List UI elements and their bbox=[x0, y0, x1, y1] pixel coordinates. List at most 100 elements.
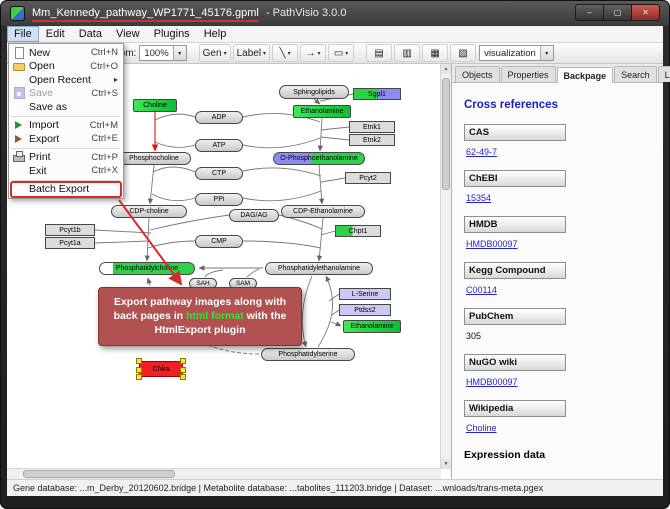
minimize-icon: – bbox=[587, 8, 592, 17]
xref-value-pubchem: 305 bbox=[466, 331, 482, 341]
menubar-item-help[interactable]: Help bbox=[203, 28, 227, 40]
arrow-tool-button[interactable]: →▾ bbox=[300, 44, 327, 62]
selection-handle[interactable] bbox=[136, 374, 142, 380]
menu-item-open-recent[interactable]: Open Recent▸ bbox=[9, 73, 123, 87]
menubar-item-data[interactable]: Data bbox=[78, 28, 102, 40]
xref-value-cas[interactable]: 62-49-7 bbox=[466, 147, 498, 157]
window-controls: – ▢ ✕ bbox=[575, 4, 660, 21]
selection-handle[interactable] bbox=[180, 367, 186, 373]
pathway-node-phosphatidylethanolamine[interactable]: Phosphatidylethanolamine bbox=[265, 262, 373, 275]
xref-value-chebi[interactable]: 15354 bbox=[466, 193, 492, 203]
pathway-node-etnk1[interactable]: Etnk1 bbox=[349, 121, 395, 133]
menu-separator bbox=[12, 115, 120, 117]
align-horizontal-button[interactable]: ▤ bbox=[366, 44, 393, 62]
menubar-item-plugins[interactable]: Plugins bbox=[153, 28, 190, 40]
pathway-node-pcyt1a[interactable]: Pcyt1a bbox=[45, 237, 95, 249]
pathway-node-ppi[interactable]: PPi bbox=[195, 193, 243, 206]
tab-backpage[interactable]: Backpage bbox=[556, 67, 614, 83]
xref-value-kegg-compound[interactable]: C00114 bbox=[466, 285, 497, 295]
pathway-node-ctp[interactable]: CTP bbox=[195, 167, 243, 180]
zoom-combobox[interactable]: 100% ▾ bbox=[139, 45, 187, 61]
node-label: SAH bbox=[196, 280, 210, 287]
menubar-item-view[interactable]: View bbox=[115, 28, 140, 40]
xref-value-hmdb[interactable]: HMDB00097 bbox=[466, 239, 518, 249]
horizontal-scrollbar[interactable] bbox=[7, 468, 441, 479]
pathway-node-pcyt2[interactable]: Pcyt2 bbox=[345, 172, 391, 184]
menu-item-label: Import bbox=[29, 119, 59, 132]
tab-properties[interactable]: Properties bbox=[500, 66, 556, 82]
caret-down-icon: ▾ bbox=[223, 50, 227, 57]
scroll-up-icon[interactable]: ▲ bbox=[441, 64, 451, 74]
pathway-node-sphingolipids[interactable]: Sphingolipids bbox=[279, 85, 349, 99]
horizontal-scroll-thumb[interactable] bbox=[23, 470, 175, 478]
selection-handle[interactable] bbox=[136, 358, 142, 364]
pathway-node-sgpl1[interactable]: Sgpl1 bbox=[353, 88, 401, 100]
vertical-scrollbar[interactable]: ▲ ▼ bbox=[440, 64, 451, 469]
visualization-combobox[interactable]: visualization ▾ bbox=[479, 45, 554, 61]
export-icon bbox=[12, 133, 26, 145]
menubar-item-edit[interactable]: Edit bbox=[45, 28, 65, 40]
menu-item-batch-export[interactable]: Batch Export bbox=[9, 180, 123, 198]
node-label: Phosphocholine bbox=[129, 155, 179, 162]
tab-objects[interactable]: Objects bbox=[455, 66, 500, 82]
xref-value-nugo-wiki[interactable]: HMDB00097 bbox=[466, 377, 518, 387]
pathway-node-chka[interactable]: Chka bbox=[136, 358, 186, 380]
pathway-node-o-phosphoethanolamine[interactable]: O-Phosphoethanolamine bbox=[273, 152, 365, 165]
menu-item-save-as[interactable]: Save as bbox=[9, 100, 123, 114]
menu-item-label: Exit bbox=[29, 164, 47, 177]
selection-handle[interactable] bbox=[180, 374, 186, 380]
pathway-node-atp[interactable]: ATP bbox=[195, 139, 243, 152]
selection-handle[interactable] bbox=[180, 358, 186, 364]
align-vertical-button[interactable]: ▥ bbox=[394, 44, 421, 62]
title-bar[interactable]: Mm_Kennedy_pathway_WP1771_45176.gpml - P… bbox=[0, 0, 670, 26]
pathway-node-phosphatidylserine[interactable]: Phosphatidylserine bbox=[261, 348, 355, 361]
menu-separator bbox=[12, 179, 120, 181]
shape-tool-button[interactable]: ▭▾ bbox=[328, 44, 355, 62]
minimize-button[interactable]: – bbox=[575, 4, 603, 21]
pathway-node-phosphatidylcholine[interactable]: Phosphatidylcholine bbox=[99, 262, 195, 275]
pathway-node-cdp-ethanolamine[interactable]: CDP-Ethanolamine bbox=[281, 205, 365, 218]
pathway-node-choline[interactable]: Choline bbox=[133, 99, 177, 112]
scroll-down-icon[interactable]: ▼ bbox=[441, 459, 451, 469]
gene-tool-button[interactable]: Gen▾ bbox=[198, 44, 231, 62]
xref-value-wikipedia[interactable]: Choline bbox=[466, 423, 497, 433]
label-tool-button[interactable]: Label▾ bbox=[232, 44, 271, 62]
pathway-node-ethanolamine[interactable]: Ethanolamine bbox=[343, 320, 401, 333]
pathway-node-cmp[interactable]: CMP bbox=[195, 235, 243, 248]
pathway-node-ptdss2[interactable]: Ptdss2 bbox=[339, 304, 391, 316]
menubar-item-file[interactable]: File bbox=[7, 26, 39, 42]
tab-legend[interactable]: Legend bbox=[657, 66, 670, 82]
pathway-node-phosphocholine[interactable]: Phosphocholine bbox=[117, 152, 191, 165]
arrow-tool-icon: → bbox=[305, 47, 316, 59]
tab-search[interactable]: Search bbox=[614, 66, 657, 82]
close-button[interactable]: ✕ bbox=[631, 4, 660, 21]
pathway-node-l-serine[interactable]: L-Serine bbox=[339, 288, 391, 300]
caret-down-icon: ▾ bbox=[317, 50, 321, 57]
maximize-button[interactable]: ▢ bbox=[603, 4, 631, 21]
pathway-node-etnk2[interactable]: Etnk2 bbox=[349, 134, 395, 146]
pathway-node-pcyt1b[interactable]: Pcyt1b bbox=[45, 224, 95, 236]
pathway-node-ethanolamine[interactable]: Ethanolamine bbox=[293, 105, 351, 118]
distribute-horizontal-button[interactable]: ▦ bbox=[422, 44, 449, 62]
node-label: CDP-Ethanolamine bbox=[293, 208, 353, 215]
caret-down-icon: ▾ bbox=[345, 50, 349, 57]
pathway-node-adp[interactable]: ADP bbox=[195, 111, 243, 124]
pathway-node-cdp-choline[interactable]: CDP-choline bbox=[111, 205, 187, 218]
selection-handle[interactable] bbox=[136, 367, 142, 373]
node-label: Etnk2 bbox=[363, 136, 381, 144]
distribute-vertical-button[interactable]: ▧ bbox=[450, 44, 477, 62]
pathway-node-chpt1[interactable]: Chpt1 bbox=[335, 225, 381, 237]
callout-text-after: with the HtmlExport plugin bbox=[154, 310, 287, 337]
vertical-scroll-thumb[interactable] bbox=[442, 78, 450, 190]
pathway-node-dag-ag[interactable]: DAG/AG bbox=[229, 209, 279, 222]
line-tool-button[interactable]: ╲▾ bbox=[272, 44, 299, 62]
